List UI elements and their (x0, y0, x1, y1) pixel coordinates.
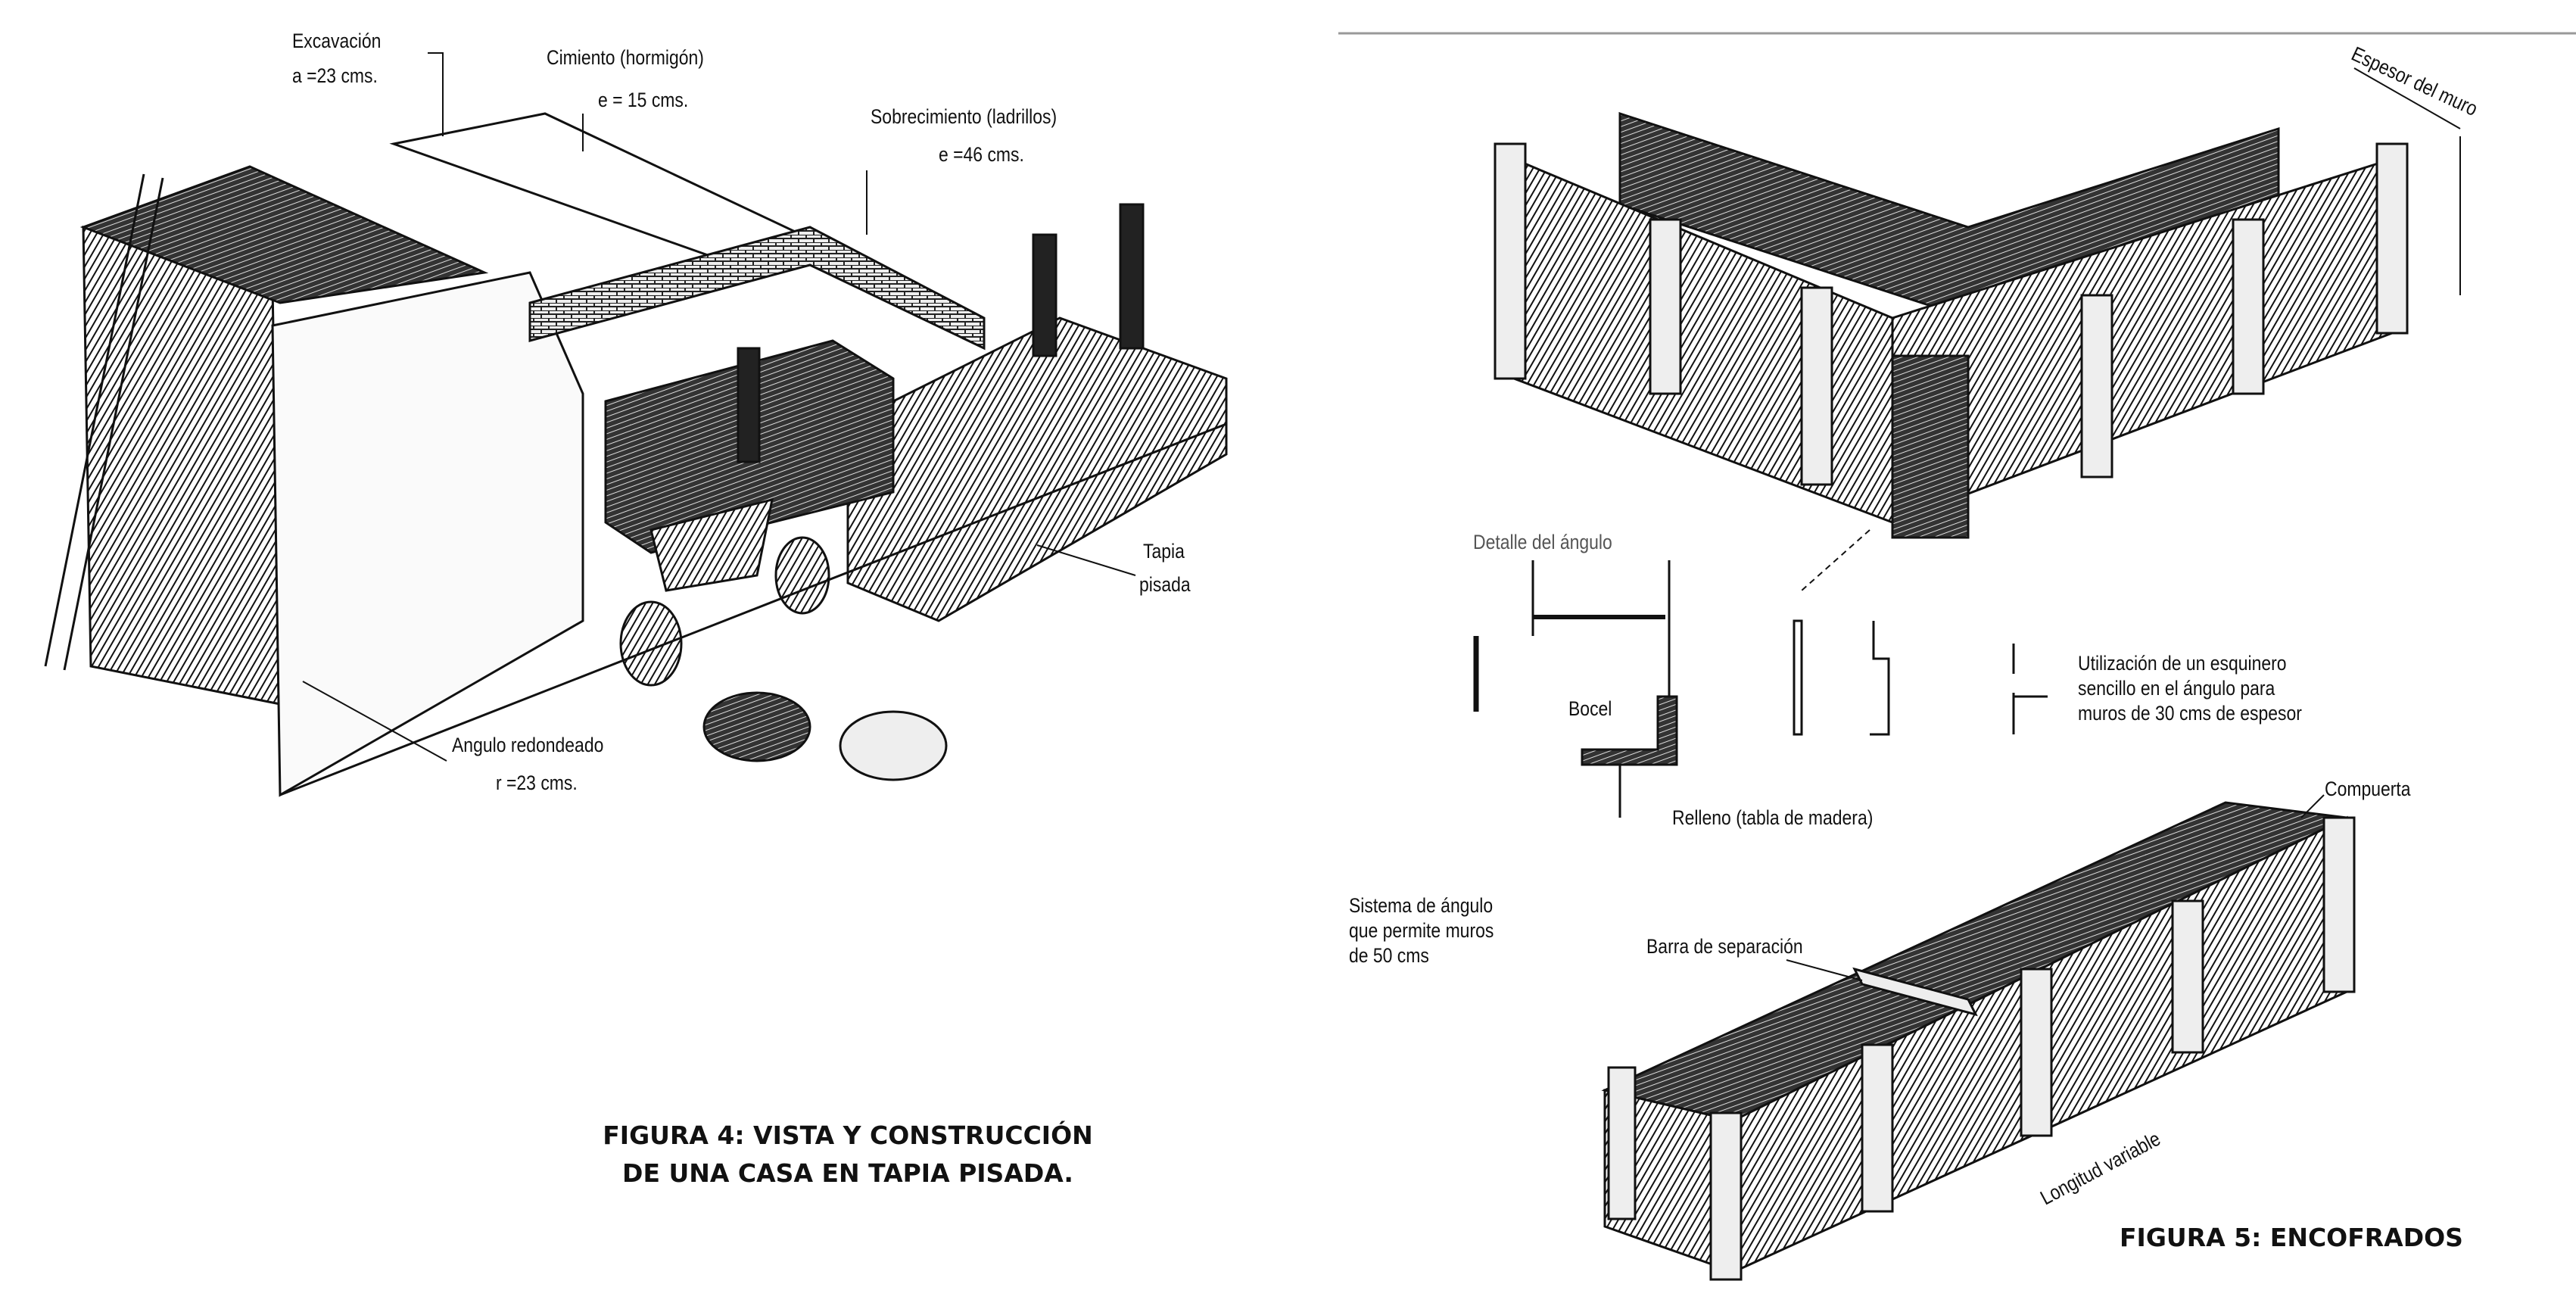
label-utilizacion-2: sencillo en el ángulo para (2078, 677, 2275, 700)
label-barra: Barra de separación (1646, 935, 1803, 958)
dimension-line (2353, 67, 2461, 129)
label-angulo: Angulo redondeado (452, 734, 604, 756)
label-sistema-2: que permite muros (1349, 919, 1494, 942)
label-angulo-value: r =23 cms. (496, 771, 578, 794)
label-detalle: Detalle del ángulo (1473, 531, 1612, 553)
house-roof-beams (79, 165, 489, 304)
post (2171, 899, 2204, 1054)
post (2020, 968, 2053, 1137)
figure4-house-drawing (44, 52, 1228, 797)
label-utilizacion-3: muros de 30 cms de espesor (2078, 702, 2302, 725)
label-cimiento-value: e = 15 cms. (598, 89, 689, 111)
label-pisada: pisada (1139, 573, 1191, 596)
post (2322, 816, 2356, 993)
l-shaped-formwork-drawing (1494, 67, 2461, 591)
post (2232, 218, 2265, 395)
label-bocel: Bocel (1568, 697, 1612, 720)
post (1709, 1111, 1743, 1281)
leader-line (1786, 959, 1863, 981)
label-sistema-3: de 50 cms (1349, 944, 1429, 967)
label-utilizacion-1: Utilización de un esquinero (2078, 652, 2287, 675)
post (1494, 142, 1527, 380)
label-excavacion-value: a =23 cms. (292, 64, 378, 87)
leader-line (302, 681, 447, 762)
label-excavacion: Excavación (292, 30, 382, 52)
label-sobrecimiento-value: e =46 cms. (939, 143, 1024, 166)
house-left-wall (82, 225, 282, 706)
barrel (619, 600, 683, 687)
worker (737, 347, 761, 463)
tapia-wall-block (846, 316, 1228, 622)
label-sistema-1: Sistema de ángulo (1349, 894, 1494, 917)
leader-line (428, 52, 444, 136)
label-sobrecimiento: Sobrecimiento (ladrillos) (871, 105, 1057, 128)
wheelbarrow (649, 497, 774, 592)
worker (1032, 233, 1057, 357)
post (1649, 218, 1682, 395)
leader-line (2300, 794, 2325, 818)
label-tapia: Tapia (1143, 540, 1185, 563)
post (1607, 1066, 1637, 1220)
post (1861, 1043, 1894, 1213)
stone (702, 691, 811, 762)
long-formwork-drawing (1601, 794, 2356, 1281)
ladder (44, 173, 145, 667)
figure4-caption: FIGURA 4: VISTA Y CONSTRUCCIÓN DE UNA CA… (530, 1117, 1166, 1192)
sobrecimiento-wall (528, 226, 986, 351)
label-cimiento: Cimiento (hormigón) (547, 46, 704, 69)
figure5-caption: FIGURA 5: ENCOFRADOS (2120, 1223, 2463, 1252)
leader-line (1036, 544, 1136, 576)
ground-line (279, 422, 1227, 796)
house-front-wall (271, 271, 584, 797)
worker (1119, 203, 1145, 350)
barrel (774, 536, 830, 615)
label-relleno: Relleno (tabla de madera) (1672, 806, 1874, 829)
ladder (63, 177, 164, 671)
tub (839, 710, 948, 781)
post (1800, 286, 1833, 486)
figure4-caption-line1: FIGURA 4: VISTA Y CONSTRUCCIÓN (603, 1121, 1093, 1150)
angle-detail-drawings (1473, 560, 2048, 818)
figure4-caption-line2: DE UNA CASA EN TAPIA PISADA. (622, 1158, 1073, 1188)
post (2080, 294, 2113, 478)
post (1891, 354, 1970, 539)
label-compuerta: Compuerta (2325, 778, 2411, 800)
post (2375, 142, 2409, 335)
detail-pointer (1801, 529, 1870, 591)
